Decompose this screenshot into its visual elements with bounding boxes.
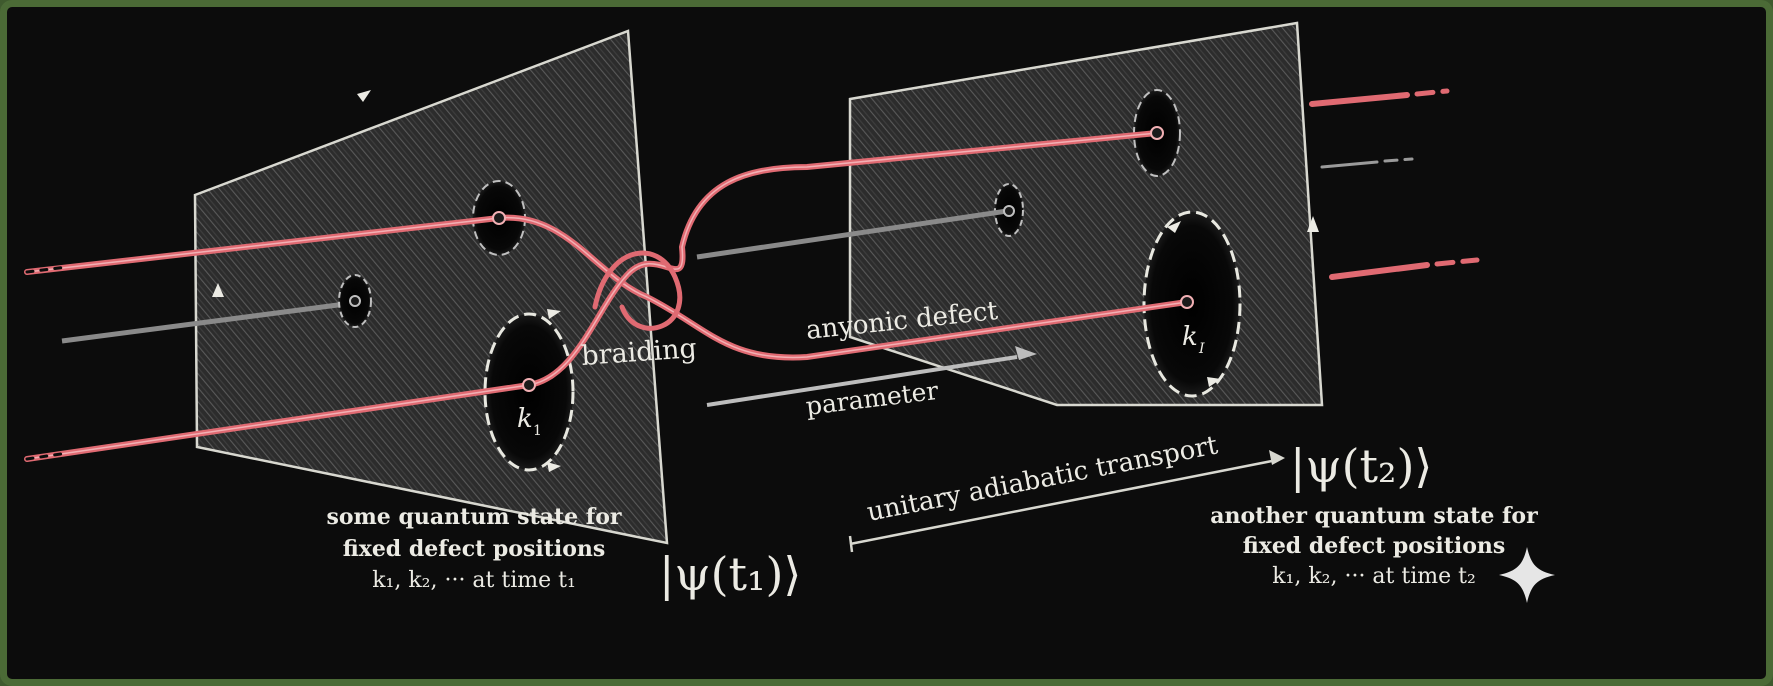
left-state-line1: some quantum state for — [326, 504, 621, 530]
transport-label: unitary adiabatic transport — [865, 430, 1221, 528]
braiding-diagram: braiding anyonic defect parameter unitar… — [7, 7, 1766, 679]
psi-t2: |ψ(t₂)⟩ — [1290, 439, 1432, 493]
k1-right-label: k — [1182, 322, 1198, 352]
k1-left-sub: 1 — [533, 423, 542, 439]
left-state-line3: k₁, k₂, ··· at time t₁ — [372, 568, 576, 593]
psi-t1: |ψ(t₁)⟩ — [659, 547, 801, 601]
plane-arrow-icon — [357, 90, 371, 102]
braiding-label: braiding — [580, 333, 697, 372]
sparkle-icon — [1499, 547, 1555, 603]
right-state-line1: another quantum state for — [1210, 503, 1538, 529]
k1-right-sub: I — [1198, 341, 1205, 357]
arrow-head-icon — [1269, 450, 1285, 465]
right-plane — [850, 23, 1322, 405]
right-state-line3: k₁, k₂, ··· at time t₂ — [1272, 564, 1476, 589]
parameter-label: parameter — [804, 376, 940, 421]
left-plane — [195, 31, 667, 543]
k1-left-label: k — [517, 404, 533, 434]
right-state-line2: fixed defect positions — [1243, 533, 1506, 559]
left-state-line2: fixed defect positions — [343, 536, 606, 562]
